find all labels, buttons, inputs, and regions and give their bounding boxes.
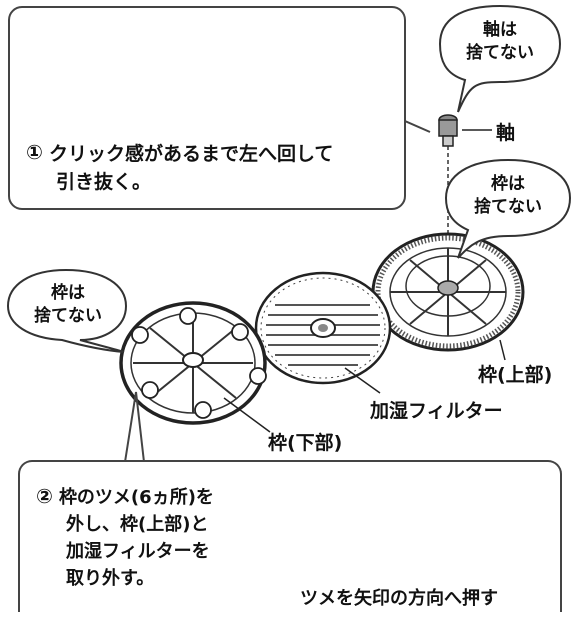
bubble-shaft-line2: 捨てない (466, 43, 534, 63)
step1-number: ① (26, 140, 43, 164)
bubble-frame-right-line2: 捨てない (474, 197, 542, 217)
bubble-frame-left-line2: 捨てない (34, 306, 102, 326)
step2-line1: 枠のツメ(6ヵ所)を (58, 487, 214, 508)
bubble-frame-left-text: 枠は 捨てない (16, 282, 120, 328)
step2-line4: 取り外す。 (66, 568, 155, 589)
label-filter: 加湿フィルター (370, 400, 503, 422)
label-frame-lower: 枠(下部) (268, 432, 343, 454)
step2-line3: 加湿フィルターを (66, 541, 210, 562)
label-frame-upper: 枠(上部) (478, 364, 553, 386)
bubble-frame-right-text: 枠は 捨てない (456, 173, 560, 219)
lower-frame (119, 301, 267, 425)
upper-frame (371, 232, 525, 352)
step1-line1: クリック感があるまで左へ回して (48, 143, 334, 165)
bubble-shaft-text: 軸は 捨てない (448, 19, 552, 65)
bubble-frame-right-line1: 枠は (491, 174, 525, 194)
shaft-part (438, 114, 458, 147)
step1-line2: 引き抜く。 (56, 171, 152, 193)
bubble-frame-left-line1: 枠は (51, 283, 85, 303)
label-shaft: 軸 (496, 122, 516, 144)
step2-number: ② (36, 484, 53, 508)
step2-panel (18, 460, 562, 612)
bubble-shaft-line1: 軸は (483, 20, 517, 40)
step2-line2: 外し、枠(上部)と (66, 514, 209, 535)
push-caption: ツメを矢印の方向へ押す (300, 588, 498, 609)
humidifier-filter (254, 271, 392, 385)
step1-panel (8, 6, 406, 210)
